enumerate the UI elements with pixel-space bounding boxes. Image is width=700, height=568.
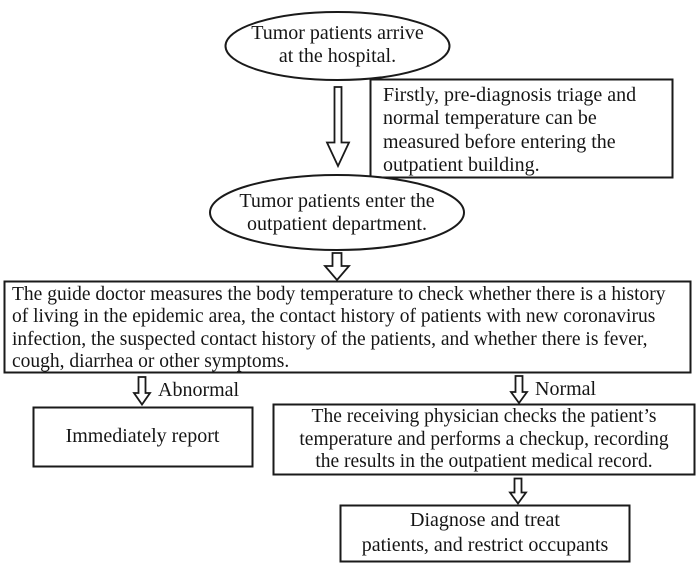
arrive-ellipse — [224, 11, 451, 81]
physician-box-label: The receiving physician checks the patie… — [299, 406, 669, 473]
triage-note-box — [369, 78, 674, 179]
report-box — [32, 406, 254, 468]
diagnose-box-label: Diagnose and treat patients, and restric… — [361, 509, 609, 556]
triage-note-label: Firstly, pre-diagnosis triage and normal… — [383, 84, 637, 176]
diagnose-box — [339, 504, 631, 563]
arrow-down-icon-abnormal-branch — [132, 376, 152, 407]
enter-ellipse-label: Tumor patients enter the outpatient depa… — [239, 190, 435, 235]
arrow-down-icon-physician-to-diagnose — [508, 477, 528, 506]
guide-doctor-label: The guide doctor measures the body tempe… — [12, 284, 666, 373]
arrive-ellipse-label: Tumor patients arrive at the hospital. — [251, 22, 424, 67]
physician-box — [272, 403, 696, 476]
arrow-down-icon-arrive-to-enter — [325, 86, 351, 169]
guide-doctor-box — [3, 280, 692, 374]
normal-edge-label: Normal — [535, 378, 597, 400]
enter-ellipse — [209, 174, 465, 251]
arrow-down-icon-enter-to-guide — [323, 252, 351, 282]
arrow-down-icon-normal-branch — [509, 375, 529, 405]
abnormal-edge-label: Abnormal — [158, 379, 240, 401]
report-box-label: Immediately report — [65, 425, 220, 447]
